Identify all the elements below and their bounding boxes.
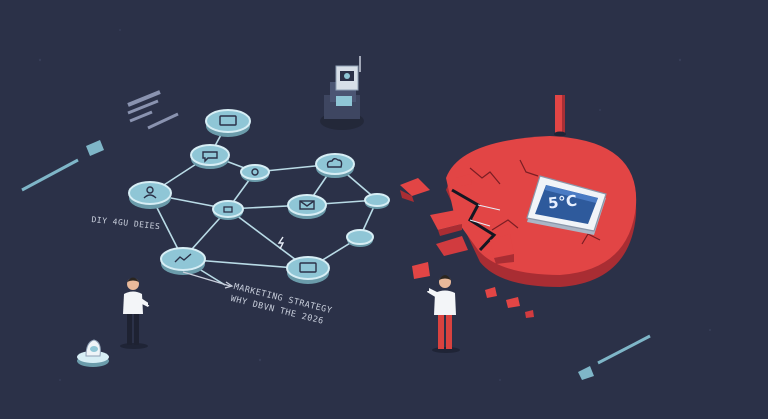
tablet-reading: 5°C	[547, 191, 578, 213]
background-speckles	[38, 29, 712, 381]
node-cloud	[315, 153, 355, 178]
cloud-icon	[326, 158, 343, 168]
node-small-lower	[346, 229, 374, 247]
lock-icon	[223, 206, 233, 213]
mail-icon	[299, 200, 315, 210]
decorative-dashes-left	[21, 90, 179, 192]
red-fragments	[400, 174, 534, 318]
platform-cracks	[469, 159, 601, 245]
lightning-icon	[277, 236, 285, 250]
monitor-icon	[219, 115, 237, 126]
chat-icon	[202, 151, 218, 163]
strategy-arrow	[182, 271, 234, 289]
chart-icon	[174, 253, 192, 263]
user-icon	[143, 186, 157, 199]
node-chat	[190, 144, 230, 169]
node-user	[128, 181, 172, 209]
node-small-right	[364, 193, 390, 209]
node-monitor	[205, 109, 251, 137]
node-bottom	[286, 256, 330, 284]
decorative-dash-right	[578, 334, 651, 380]
device-kiosk	[320, 56, 364, 130]
gear-icon	[251, 168, 259, 176]
node-gear	[240, 164, 270, 182]
network-nodes	[128, 109, 390, 284]
node-lock	[212, 200, 244, 220]
node-mail	[287, 194, 327, 219]
tablet-device	[526, 175, 607, 235]
node-chart	[160, 247, 206, 275]
red-marker	[554, 95, 566, 137]
person-left	[120, 277, 153, 349]
person-right	[424, 275, 460, 353]
round-lamp	[77, 339, 109, 367]
